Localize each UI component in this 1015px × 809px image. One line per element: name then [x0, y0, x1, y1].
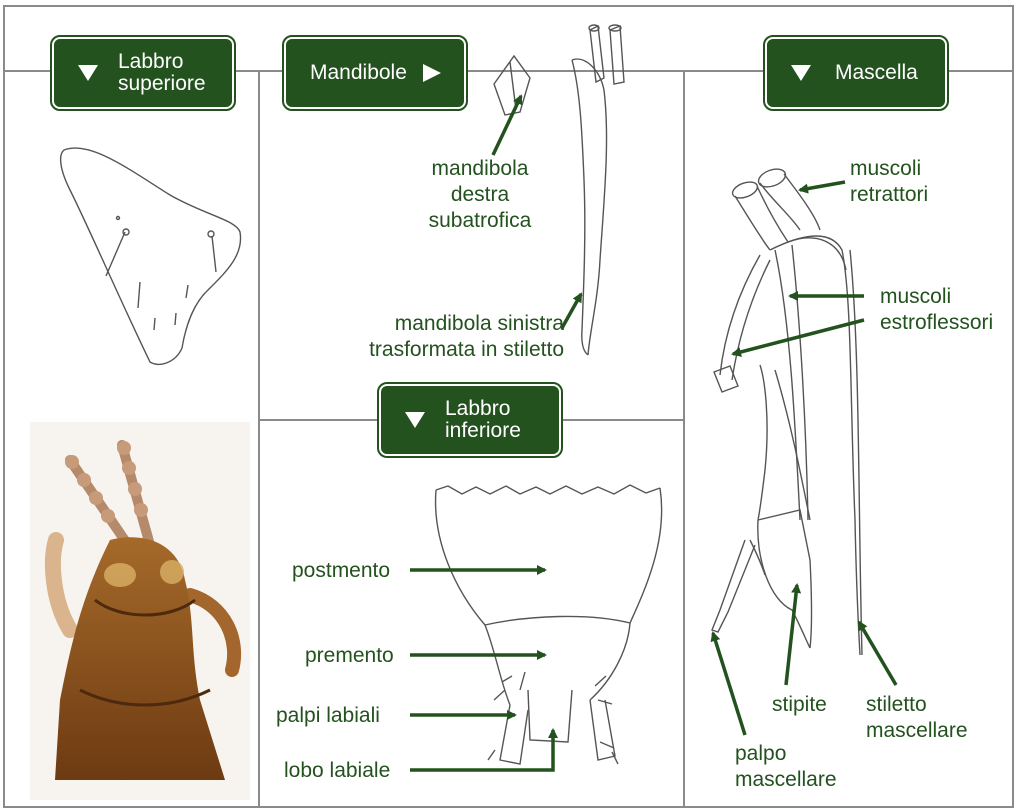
label-lobo-labiale: lobo labiale [284, 758, 390, 784]
labbro-superiore-label: Labbro superiore [118, 51, 206, 95]
labbro-inferiore-toggle-button[interactable]: Labbro inferiore [379, 384, 561, 456]
labbro-inferiore-drawing [436, 485, 662, 764]
label-premento: premento [305, 643, 394, 669]
label-muscoli-estroflessori: muscoli estroflessori [880, 284, 993, 336]
labbro-superiore-drawing [61, 148, 241, 364]
label-postmento: postmento [292, 558, 390, 584]
label-stiletto-mascellare: stiletto mascellare [866, 692, 986, 744]
labbro-inferiore-label: Labbro inferiore [445, 398, 521, 442]
triangle-down-icon [76, 63, 100, 83]
label-palpo-mascellare: palpo mascellare [735, 741, 837, 793]
label-palpi-labiali: palpi labiali [276, 703, 380, 729]
labbro-superiore-toggle-button[interactable]: Labbro superiore [52, 37, 234, 109]
mascella-drawing [712, 166, 862, 655]
label-muscoli-retrattori: muscoli retrattori [850, 156, 928, 208]
triangle-down-icon [403, 410, 427, 430]
label-stipite: stipite [772, 692, 827, 718]
triangle-right-icon [419, 63, 443, 83]
insect-head-photo [30, 422, 250, 800]
mascella-toggle-button[interactable]: Mascella [765, 37, 947, 109]
triangle-down-icon [789, 63, 813, 83]
mandibole-toggle-button[interactable]: Mandibole [284, 37, 466, 109]
label-mandibola-destra: mandibola destra subatrofica [405, 156, 555, 234]
mandibole-label: Mandibole [310, 62, 407, 84]
label-mandibola-sinistra: mandibola sinistra trasformata in stilet… [352, 311, 564, 363]
mascella-label: Mascella [835, 62, 918, 84]
